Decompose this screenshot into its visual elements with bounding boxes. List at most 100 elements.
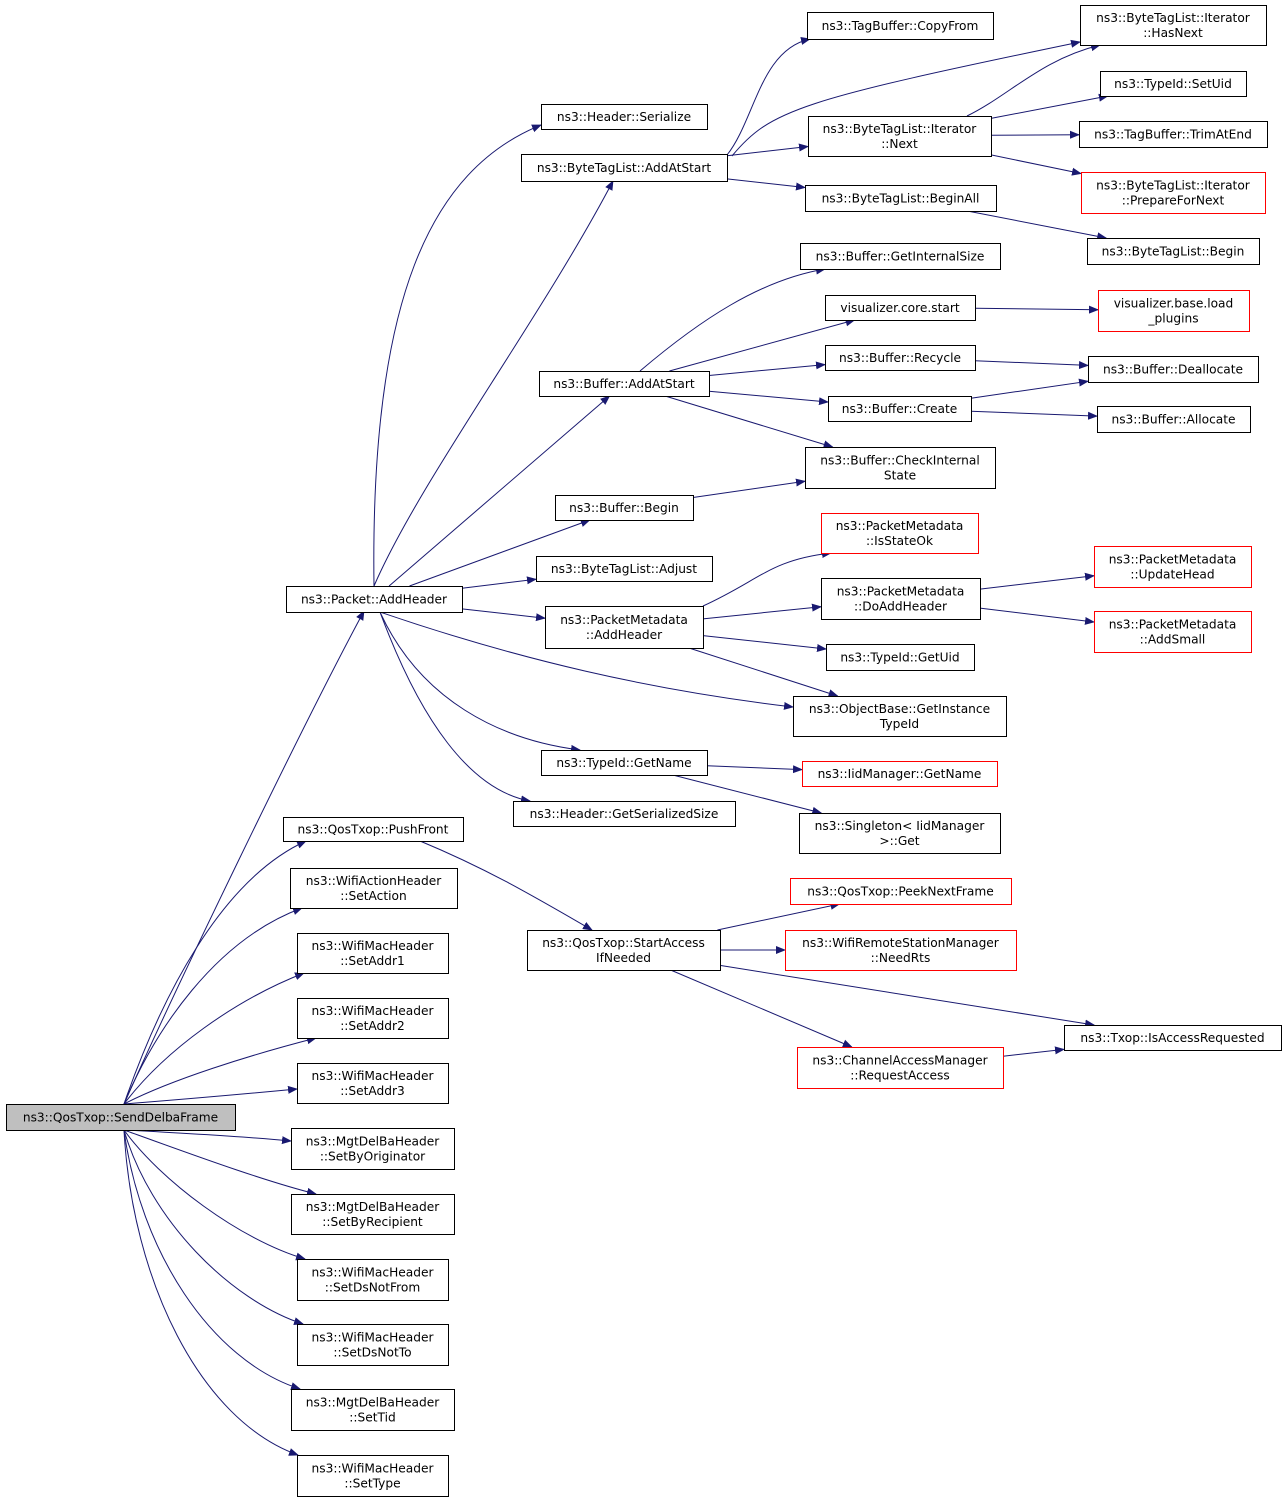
edge-line [990,130,1080,139]
node-bufrecycle[interactable]: ns3::Buffer::Recycle [825,345,976,371]
node-pmaddsmall[interactable]: ns3::PacketMetadata::AddSmall [1094,611,1252,653]
node-label: ns3::WifiMacHeader [312,939,435,953]
node-label: ns3::PacketMetadata [1109,618,1237,632]
node-box [283,817,464,842]
node-setaddr3[interactable]: ns3::WifiMacHeader::SetAddr3 [297,1063,449,1104]
node-box [800,243,1001,270]
node-setaction[interactable]: ns3::WifiActionHeader::SetAction [290,868,458,909]
node-settype[interactable]: ns3::WifiMacHeader::SetType [297,1455,449,1497]
edge-addheader-typeidgetname [379,611,581,753]
node-box [790,878,1012,905]
node-label: ns3::WifiMacHeader [312,1462,435,1476]
node-hdrserialize[interactable]: ns3::Header::Serialize [541,104,708,130]
node-requestaccess[interactable]: ns3::ChannelAccessManager::RequestAccess [797,1047,1004,1089]
edge-btlitnext-btlitprepare [990,154,1082,176]
node-pmisstateok[interactable]: ns3::PacketMetadata::IsStateOk [821,513,979,554]
node-pmaddheader[interactable]: ns3::PacketMetadata::AddHeader [545,606,704,649]
edge-addheader-hdrserialize [373,124,542,587]
node-pushfront[interactable]: ns3::QosTxop::PushFront [283,817,464,842]
node-pmupdatehead[interactable]: ns3::PacketMetadata::UpdateHead [1094,546,1252,588]
edge-line [461,608,546,622]
node-hdrgetsersize[interactable]: ns3::Header::GetSerializedSize [513,801,736,827]
node-btlitnext[interactable]: ns3::ByteTagList::Iterator::Next [808,116,992,157]
node-pmdoaddheader[interactable]: ns3::PacketMetadata::DoAddHeader [821,578,981,620]
node-btladdatstart[interactable]: ns3::ByteTagList::AddAtStart [521,154,728,182]
node-box [825,345,976,371]
node-bufallocate[interactable]: ns3::Buffer::Allocate [1097,406,1251,433]
node-box [1088,356,1259,383]
node-label: ::SetAddr2 [340,1019,405,1033]
node-root[interactable]: ns3::QosTxop::SendDelbaFrame [6,1104,236,1131]
node-box [297,933,449,974]
edge-line [974,305,1099,314]
node-tbcopyfrom[interactable]: ns3::TagBuffer::CopyFrom [807,12,994,40]
node-box [291,1194,455,1235]
node-setdsnotto[interactable]: ns3::WifiMacHeader::SetDsNotTo [297,1324,449,1366]
edge-root-setbyorig [123,1129,292,1145]
node-btlitprepare[interactable]: ns3::ByteTagList::Iterator::PrepareForNe… [1081,172,1266,214]
edge-line [692,478,806,498]
edge-startaccess-requestaccess [670,969,853,1048]
node-label: ns3::WifiMacHeader [312,1004,435,1018]
node-needrts[interactable]: ns3::WifiRemoteStationManager::NeedRts [785,930,1017,971]
node-label: ns3::WifiMacHeader [312,1069,435,1083]
edge-bufaddatstart-bufgetinternalsize [639,266,826,372]
edge-line [990,154,1082,176]
node-typeidgetname[interactable]: ns3::TypeId::GetName [541,750,708,776]
edge-line [979,607,1095,625]
node-label: ::AddHeader [586,628,663,642]
edge-line [379,611,531,804]
node-iidgetname[interactable]: ns3::IidManager::GetName [802,761,998,787]
node-btladjust[interactable]: ns3::ByteTagList::Adjust [536,556,713,582]
node-setbyrecip[interactable]: ns3::MgtDelBaHeader::SetByRecipient [291,1194,455,1235]
node-isaccessreq[interactable]: ns3::Txop::IsAccessRequested [1064,1025,1282,1051]
node-box [297,1455,449,1497]
node-label: ns3::MgtDelBaHeader [306,1396,441,1410]
node-setdsnotfrom[interactable]: ns3::WifiMacHeader::SetDsNotFrom [297,1259,449,1301]
node-addheader[interactable]: ns3::Packet::AddHeader [286,586,463,613]
node-visloadplugins[interactable]: visualizer.base.load_plugins [1098,290,1250,332]
node-box [297,1324,449,1366]
node-typeidgetuid[interactable]: ns3::TypeId::GetUid [826,644,975,671]
node-bufcreate[interactable]: ns3::Buffer::Create [828,396,972,422]
node-box [297,998,449,1039]
edge-bufrecycle-bufdeallocate [974,360,1089,370]
edge-btlitnext-btlithasnext [966,43,1101,117]
node-bufaddatstart[interactable]: ns3::Buffer::AddAtStart [539,371,710,397]
edge-root-settype [123,1129,299,1456]
node-bufbegin[interactable]: ns3::Buffer::Begin [555,495,694,521]
edge-pmaddheader-typeidgetuid [702,635,827,653]
node-setaddr1[interactable]: ns3::WifiMacHeader::SetAddr1 [297,933,449,974]
node-typeidsetuid[interactable]: ns3::TypeId::SetUid [1100,71,1247,97]
node-peeknext[interactable]: ns3::QosTxop::PeekNextFrame [790,878,1012,905]
node-btlbeginall[interactable]: ns3::ByteTagList::BeginAll [805,185,997,212]
edge-root-setaddr3 [123,1085,298,1105]
node-tbtrimatend[interactable]: ns3::TagBuffer::TrimAtEnd [1079,121,1268,148]
edge-line [970,410,1098,420]
edge-btladdatstart-btlithasnext [731,39,1081,157]
edge-line [461,576,537,589]
node-bufdeallocate[interactable]: ns3::Buffer::Deallocate [1088,356,1259,383]
node-btlbegin[interactable]: ns3::ByteTagList::Begin [1087,238,1260,265]
node-bufgetinternalsize[interactable]: ns3::Buffer::GetInternalSize [800,243,1001,270]
node-btlithasnext[interactable]: ns3::ByteTagList::Iterator::HasNext [1080,5,1267,46]
edge-line [639,266,826,372]
node-label: ns3::Header::Serialize [557,110,691,124]
node-setbyorig[interactable]: ns3::MgtDelBaHeader::SetByOriginator [291,1128,455,1170]
node-singletonget[interactable]: ns3::Singleton< IidManager>::Get [799,813,1001,854]
edge-line [388,395,611,587]
node-box [297,1063,449,1104]
edge-root-addheader [123,610,365,1105]
node-box [793,696,1007,737]
edge-requestaccess-isaccessreq [1002,1046,1065,1057]
node-label: ns3::WifiMacHeader [312,1266,435,1280]
node-settid[interactable]: ns3::MgtDelBaHeader::SetTid [291,1389,455,1431]
node-box [541,750,708,776]
node-viscorestart[interactable]: visualizer.core.start [825,295,976,321]
node-setaddr2[interactable]: ns3::WifiMacHeader::SetAddr2 [297,998,449,1039]
edge-pmdoaddheader-pmupdatehead [979,572,1095,590]
node-label: ::SetAddr1 [340,954,405,968]
